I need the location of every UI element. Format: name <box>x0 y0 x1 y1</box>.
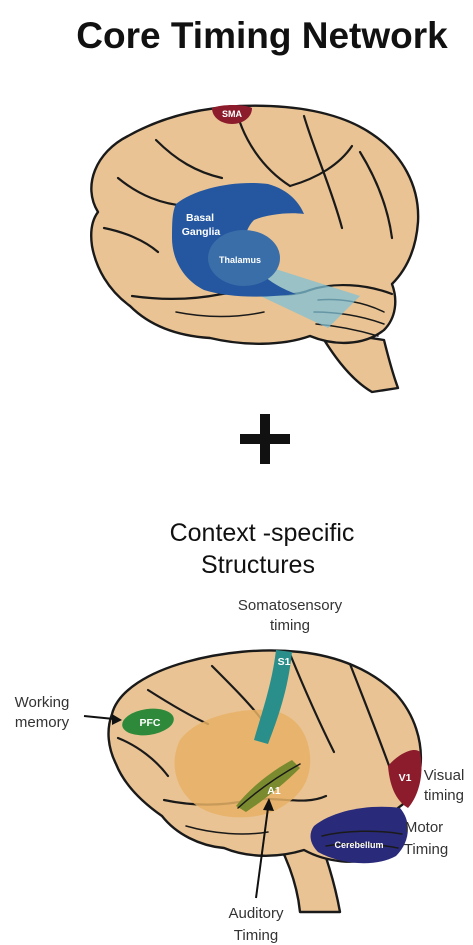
pfc-label: PFC <box>140 717 161 729</box>
bottom-brain: S1 PFC A1 V1 Cerebellum Somatosensory ti… <box>15 597 465 944</box>
visual-timing-label-line2: timing <box>424 787 464 804</box>
auditory-timing-label-line2: Timing <box>234 927 278 944</box>
top-brain-outline <box>91 106 418 344</box>
top-brain: SMA Basal Ganglia Thalamus <box>91 105 418 392</box>
somatosensory-label-line2: timing <box>270 617 310 634</box>
v1-label: V1 <box>399 772 412 784</box>
subtitle-line2: Structures <box>201 551 315 579</box>
thalamus-label: Thalamus <box>219 255 261 265</box>
cerebellum-label: Cerebellum <box>334 840 383 850</box>
motor-timing-label-line1: Motor <box>405 819 443 836</box>
basal-ganglia-label-line1: Basal <box>186 212 214 224</box>
basal-ganglia-label-line2: Ganglia <box>182 226 221 238</box>
plus-sign <box>240 414 290 464</box>
somatosensory-label-line1: Somatosensory <box>238 597 343 614</box>
subtitle-line1: Context -specific <box>170 519 355 547</box>
auditory-timing-label-line1: Auditory <box>228 905 284 922</box>
working-memory-label-line2: memory <box>15 714 70 731</box>
sma-label: SMA <box>222 109 243 119</box>
s1-label: S1 <box>278 656 291 668</box>
visual-timing-label-line1: Visual <box>424 767 465 784</box>
motor-timing-label-line2: Timing <box>404 841 448 858</box>
figure-title: Core Timing Network <box>76 15 448 56</box>
a1-label: A1 <box>267 785 281 797</box>
working-memory-label-line1: Working <box>15 694 70 711</box>
